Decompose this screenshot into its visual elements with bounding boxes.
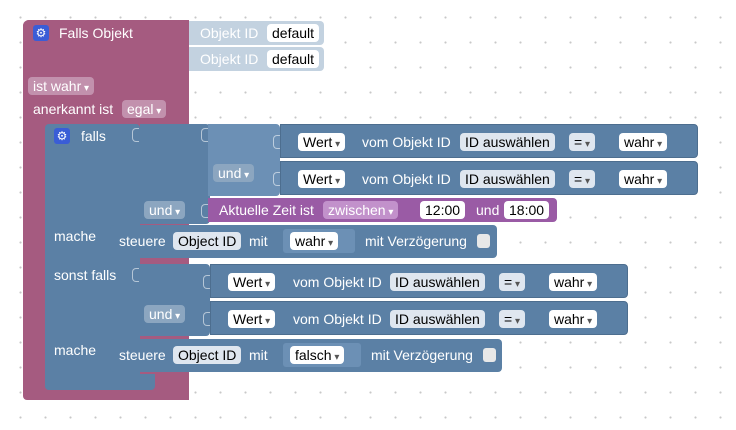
cond2-notch [132, 268, 139, 282]
if-block-bottom [45, 374, 155, 390]
cond2-row1-operator[interactable]: = [499, 273, 525, 291]
ack-label: anerkannt ist [33, 101, 114, 117]
object-id-value-2[interactable]: default [267, 50, 320, 68]
cond1-and-dropdown-1[interactable]: und [213, 164, 255, 182]
time-label: Aktuelle Zeit ist [219, 202, 314, 218]
ack-dropdown[interactable]: egal [122, 100, 167, 118]
action2-label: steuere [119, 347, 166, 363]
if-gear-icon[interactable]: ⚙ [54, 128, 70, 144]
cond2-and-dropdown[interactable]: und [144, 305, 186, 323]
time-mode-dropdown[interactable]: zwischen [323, 201, 399, 219]
time-and: und [476, 202, 500, 218]
if-mache-label-2: mache [54, 342, 97, 358]
action2-value-dropdown[interactable]: falsch [290, 346, 345, 364]
action1-mit: mit [249, 233, 268, 249]
action2-object[interactable]: Object ID [173, 346, 242, 364]
cond2-row2-operator[interactable]: = [499, 310, 525, 328]
cond2-row1-middle: vom Objekt ID [293, 274, 382, 290]
if-mache-label: mache [54, 228, 97, 244]
time-to[interactable]: 18:00 [504, 201, 550, 219]
cond1-inner-and[interactable] [208, 124, 280, 196]
cond2-row2-middle: vom Objekt ID [293, 311, 382, 327]
cond2-row1-value[interactable]: wahr [549, 273, 598, 291]
action2-delay-label: mit Verzögerung [371, 347, 473, 363]
cond1-inner-notch [201, 128, 208, 142]
action1-object[interactable]: Object ID [173, 232, 242, 250]
if-sonst-falls-label: sonst falls [54, 267, 117, 283]
action1-value-dropdown[interactable]: wahr [290, 232, 339, 250]
object-id-label-2: Objekt ID [200, 51, 259, 67]
cond1-row2-middle: vom Objekt ID [362, 171, 451, 187]
cond1-row1-value[interactable]: wahr [619, 133, 668, 151]
cond1-row1-value-dropdown[interactable]: Wert [298, 133, 346, 151]
trigger-gear-icon[interactable]: ⚙ [33, 25, 49, 41]
action2-mit: mit [249, 347, 268, 363]
cond2-row2-id[interactable]: ID auswählen [390, 310, 485, 328]
cond1-row2-operator[interactable]: = [569, 170, 595, 188]
cond1-row1-id[interactable]: ID auswählen [460, 133, 555, 151]
cond2-row1-notch [203, 275, 210, 289]
cond1-row1-notch [273, 135, 280, 149]
action1-delay-checkbox[interactable] [477, 234, 490, 248]
cond1-row1-middle: vom Objekt ID [362, 134, 451, 150]
action1-label: steuere [119, 233, 166, 249]
cond1-row2-notch [273, 172, 280, 186]
cond1-notch [132, 128, 139, 142]
action2-delay-checkbox[interactable] [483, 348, 496, 362]
cond1-row2-value-dropdown[interactable]: Wert [298, 170, 346, 188]
cond2-row1-value-dropdown[interactable]: Wert [228, 273, 276, 291]
condition-dropdown[interactable]: ist wahr [28, 77, 95, 95]
cond1-row1-operator[interactable]: = [569, 133, 595, 151]
object-id-value-1[interactable]: default [267, 24, 320, 42]
cond1-and-dropdown-2[interactable]: und [144, 201, 186, 219]
cond1-row2-id[interactable]: ID auswählen [460, 170, 555, 188]
time-from[interactable]: 12:00 [420, 201, 466, 219]
cond2-row2-notch [203, 312, 210, 326]
trigger-header [23, 20, 189, 72]
if-falls-label: falls [81, 128, 106, 144]
cond2-and[interactable] [140, 264, 210, 336]
cond2-row2-value-dropdown[interactable]: Wert [228, 310, 276, 328]
cond1-row2-value[interactable]: wahr [619, 170, 668, 188]
trigger-bottom-lip [23, 388, 189, 400]
object-id-label-1: Objekt ID [200, 25, 259, 41]
cond2-row2-value[interactable]: wahr [549, 310, 598, 328]
cond2-row1-id[interactable]: ID auswählen [390, 273, 485, 291]
action1-delay-label: mit Verzögerung [365, 233, 467, 249]
trigger-title: Falls Objekt [59, 25, 133, 41]
time-notch [201, 204, 208, 218]
